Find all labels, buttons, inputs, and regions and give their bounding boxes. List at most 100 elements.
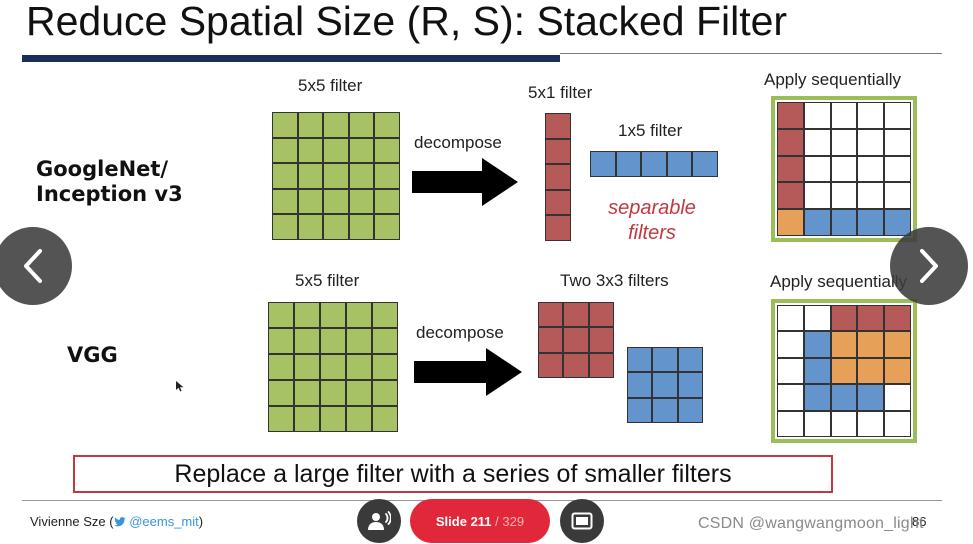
grid-cell	[297, 214, 324, 240]
grid-cell	[372, 406, 398, 432]
grid-cell	[830, 305, 858, 332]
grid-cell	[297, 188, 324, 215]
grid-cell	[346, 302, 372, 328]
twitter-handle[interactable]: @eems_mit	[129, 514, 199, 529]
grid-cell	[652, 347, 678, 373]
grid-cell	[830, 102, 858, 129]
grid-cell	[803, 357, 831, 385]
grid-cell	[545, 215, 571, 241]
row1-apply-label: Apply sequentially	[764, 70, 902, 89]
grid-cell	[857, 305, 885, 332]
grid-cell	[830, 410, 858, 437]
grid-cell	[857, 209, 885, 236]
grid-cell	[884, 331, 911, 358]
row2-decompose-label: decompose	[416, 323, 504, 342]
grid-cell	[374, 112, 400, 138]
slide-total: / 329	[495, 513, 525, 529]
grid-cell	[666, 151, 693, 177]
grid-cell	[294, 354, 320, 380]
grid-cell	[777, 357, 804, 385]
grid-cell	[803, 182, 831, 210]
row1-1x5-filter-grid	[590, 151, 718, 177]
grid-cell	[803, 155, 831, 183]
grid-cell	[692, 151, 718, 177]
grid-cell	[884, 384, 911, 411]
grid-cell	[372, 354, 398, 380]
grid-cell	[857, 155, 885, 183]
grid-cell	[320, 354, 346, 380]
grid-cell	[830, 384, 858, 411]
row1-5x5-filter-grid	[272, 112, 400, 240]
grid-cell	[545, 113, 571, 139]
grid-cell	[272, 112, 298, 138]
grid-cell	[652, 397, 678, 423]
grid-cell	[374, 137, 400, 164]
grid-cell	[830, 128, 858, 156]
title-rule-thin	[560, 53, 942, 54]
grid-cell	[641, 151, 667, 177]
grid-cell	[268, 354, 294, 380]
grid-cell	[294, 302, 320, 328]
presenter-icon	[368, 511, 391, 530]
row2-apply-label: Apply sequentially	[770, 272, 908, 291]
grid-cell	[346, 354, 372, 380]
grid-cell	[297, 112, 324, 138]
grid-cell	[803, 102, 831, 129]
grid-cell	[857, 384, 885, 411]
grid-cell	[374, 214, 400, 240]
grid-cell	[272, 163, 298, 189]
grid-cell	[294, 406, 320, 432]
row2-apply-grid	[777, 305, 911, 437]
grid-cell	[297, 137, 324, 164]
grid-cell	[320, 406, 346, 432]
grid-cell	[884, 128, 911, 156]
row2-3x3-red-grid	[538, 302, 614, 378]
grid-cell	[627, 347, 653, 373]
grid-cell	[294, 328, 320, 354]
grid-cell	[374, 188, 400, 215]
grid-cell	[545, 189, 571, 216]
grid-cell	[627, 372, 653, 398]
grid-cell	[320, 380, 346, 406]
next-slide-button[interactable]	[890, 227, 968, 305]
grid-cell	[545, 138, 571, 165]
grid-cell	[588, 302, 614, 328]
title-rule-thick	[22, 55, 560, 62]
grid-cell	[857, 410, 885, 437]
grid-cell	[627, 397, 653, 423]
grid-cell	[777, 128, 804, 156]
grid-cell	[294, 380, 320, 406]
grid-cell	[857, 357, 885, 385]
grid-cell	[348, 137, 375, 164]
row1-apply-frame	[771, 96, 917, 242]
row1-decompose-label: decompose	[414, 133, 502, 152]
grid-cell	[803, 128, 831, 156]
grid-cell	[803, 209, 831, 236]
grid-cell	[348, 112, 375, 138]
grid-cell	[268, 406, 294, 432]
grid-cell	[803, 305, 831, 332]
grid-cell	[677, 372, 703, 398]
grid-cell	[777, 305, 804, 332]
grid-cell	[538, 352, 564, 378]
grid-cell	[346, 380, 372, 406]
grid-cell	[884, 182, 911, 210]
presenter-button[interactable]	[357, 499, 401, 543]
grid-cell	[372, 302, 398, 328]
grid-cell	[884, 209, 911, 236]
separable-filters-note: separable filters	[608, 197, 696, 244]
grid-cell	[346, 328, 372, 354]
grid-cell	[777, 102, 804, 129]
grid-cell	[323, 188, 349, 215]
prev-slide-button[interactable]	[0, 227, 72, 305]
mouse-cursor-icon	[176, 381, 184, 392]
row1-decompose-arrow-icon	[412, 158, 518, 206]
fullscreen-button[interactable]	[560, 499, 604, 543]
grid-cell	[857, 182, 885, 210]
grid-cell	[803, 331, 831, 358]
grid-cell	[777, 384, 804, 411]
grid-cell	[777, 182, 804, 210]
slide-counter-pill[interactable]: Slide 211 / 329	[410, 499, 550, 543]
grid-cell	[563, 352, 589, 378]
page-number: 86	[912, 514, 927, 529]
